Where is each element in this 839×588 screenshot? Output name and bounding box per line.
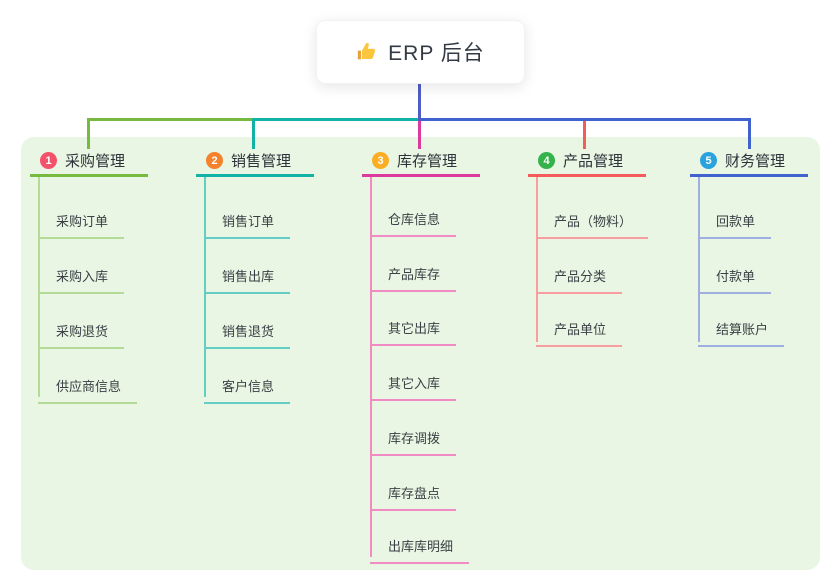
child-node[interactable]: 产品分类 — [536, 255, 623, 294]
child-node[interactable]: 供应商信息 — [38, 365, 138, 404]
drop-branch2 — [252, 118, 255, 149]
branch-4-label: 产品管理 — [563, 153, 624, 170]
child-node[interactable]: 采购退货 — [38, 310, 125, 349]
drop-branch4 — [583, 118, 586, 149]
branch-2-badge: 2 — [206, 152, 223, 169]
branch-3-badge: 3 — [372, 152, 389, 169]
child-node[interactable]: 其它出库 — [370, 307, 457, 346]
branch-5-label: 财务管理 — [725, 153, 786, 170]
child-node[interactable]: 库存盘点 — [370, 472, 457, 511]
child-node[interactable]: 其它入库 — [370, 362, 457, 401]
child-node[interactable]: 出库库明细 — [370, 525, 470, 564]
branch-5-child-connector — [698, 177, 700, 342]
child-node[interactable]: 销售出库 — [204, 255, 291, 294]
branch-node-3[interactable]: 3 库存管理 — [362, 147, 480, 177]
branch-column-4: 4 产品管理 产品（物料） 产品分类 产品单位 — [528, 147, 649, 347]
branch-node-5[interactable]: 5 财务管理 — [690, 147, 808, 177]
root-connector-line — [418, 82, 421, 121]
branch-node-1[interactable]: 1 采购管理 — [30, 147, 148, 177]
branch-4-badge: 4 — [538, 152, 555, 169]
branch-3-child-connector — [370, 177, 372, 557]
branch-4-child-connector — [536, 177, 538, 342]
connector-branch2 — [252, 118, 419, 121]
child-node[interactable]: 客户信息 — [204, 365, 291, 404]
child-node[interactable]: 产品单位 — [536, 308, 623, 347]
branch-3-label: 库存管理 — [397, 153, 458, 170]
branch-1-label: 采购管理 — [65, 153, 126, 170]
child-node[interactable]: 库存调拨 — [370, 417, 457, 456]
child-node[interactable]: 结算账户 — [698, 308, 785, 347]
drop-branch1 — [87, 118, 90, 149]
branch-1-badge: 1 — [40, 152, 57, 169]
thumbs-up-icon — [356, 41, 378, 63]
branch-node-4[interactable]: 4 产品管理 — [528, 147, 646, 177]
connector-branch5 — [418, 118, 751, 121]
child-node[interactable]: 采购入库 — [38, 255, 125, 294]
branch-column-2: 2 销售管理 销售订单 销售出库 销售退货 客户信息 — [196, 147, 314, 404]
root-title: ERP 后台 — [388, 42, 485, 65]
drop-branch3 — [418, 121, 421, 149]
root-node[interactable]: ERP 后台 — [316, 20, 525, 84]
child-node[interactable]: 回款单 — [698, 200, 772, 239]
branch-5-badge: 5 — [700, 152, 717, 169]
child-node[interactable]: 销售订单 — [204, 200, 291, 239]
branch-node-2[interactable]: 2 销售管理 — [196, 147, 314, 177]
branch-1-child-connector — [38, 177, 40, 397]
child-node[interactable]: 采购订单 — [38, 200, 125, 239]
child-node[interactable]: 仓库信息 — [370, 198, 457, 237]
branch-column-3: 3 库存管理 仓库信息 产品库存 其它出库 其它入库 库存调拨 库存盘点 出库库… — [362, 147, 480, 564]
branch-2-child-connector — [204, 177, 206, 397]
child-node[interactable]: 销售退货 — [204, 310, 291, 349]
branches-panel — [21, 137, 820, 570]
child-node[interactable]: 产品（物料） — [536, 200, 649, 239]
drop-branch5 — [748, 118, 751, 149]
child-node[interactable]: 产品库存 — [370, 253, 457, 292]
child-node[interactable]: 付款单 — [698, 255, 772, 294]
branch-column-5: 5 财务管理 回款单 付款单 结算账户 — [690, 147, 808, 347]
branch-2-label: 销售管理 — [231, 153, 292, 170]
branch-column-1: 1 采购管理 采购订单 采购入库 采购退货 供应商信息 — [30, 147, 148, 404]
